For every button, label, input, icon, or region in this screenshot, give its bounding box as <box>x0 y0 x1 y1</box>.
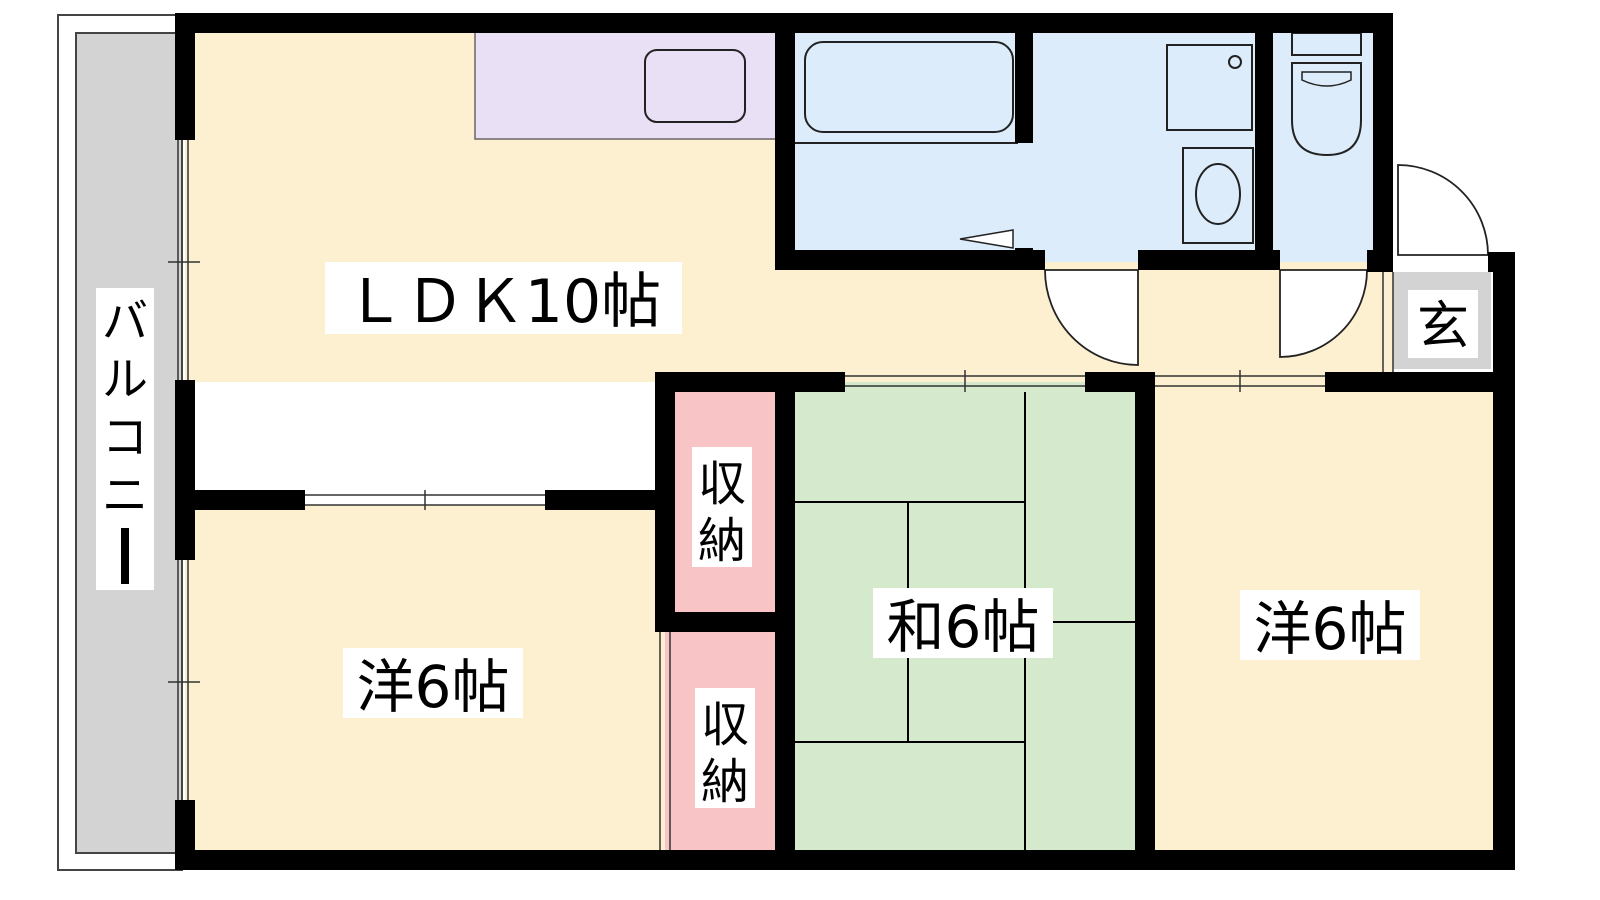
ldk-label-bg <box>325 262 682 334</box>
bath-door-icon <box>959 229 1014 249</box>
balcony-label-4: ニ <box>102 468 148 522</box>
toilet-tank-icon <box>1291 32 1362 56</box>
western-left-label-bg <box>343 648 523 718</box>
entrance-label-bg <box>1408 290 1478 358</box>
entrance-door-icon <box>1397 164 1489 256</box>
japanese-label-bg <box>873 588 1053 658</box>
walls <box>175 13 1515 870</box>
storage-upper-label-bg <box>692 447 752 567</box>
western-left-label: 洋6帖 <box>357 653 510 721</box>
swing-doors <box>1044 164 1489 366</box>
balcony-label-1: バ <box>102 294 148 348</box>
balcony-label-5 <box>121 528 129 584</box>
ldk-label: ＬＤＫ10帖 <box>345 267 661 337</box>
western-right-label-bg <box>1240 590 1420 660</box>
bathtub-icon <box>804 41 1014 133</box>
storage-upper-label-2: 納 <box>698 513 746 569</box>
washing-machine-dot-icon <box>1228 55 1242 69</box>
toilet-bowl-icon <box>1291 62 1362 157</box>
balcony-label-3: コ <box>102 410 148 464</box>
storage-lower-label-1: 収 <box>701 697 749 753</box>
entrance-label: 玄 <box>1417 297 1469 357</box>
washbasin-bowl-icon <box>1195 163 1241 225</box>
toilet-seat-icon <box>1301 71 1352 87</box>
window-lines <box>168 140 1394 852</box>
washroom-door-icon <box>1044 269 1139 366</box>
sink-icon <box>644 49 746 123</box>
japanese-label: 和6帖 <box>887 593 1040 661</box>
storage-lower-label-bg <box>695 688 755 808</box>
storage-lower-label-2: 納 <box>701 754 749 810</box>
balcony-label-2: ル <box>102 352 148 406</box>
western-right-label: 洋6帖 <box>1254 595 1407 663</box>
washing-machine-icon <box>1166 44 1253 131</box>
storage-upper-label-1: 収 <box>698 456 746 512</box>
toilet-door-icon <box>1279 269 1368 358</box>
